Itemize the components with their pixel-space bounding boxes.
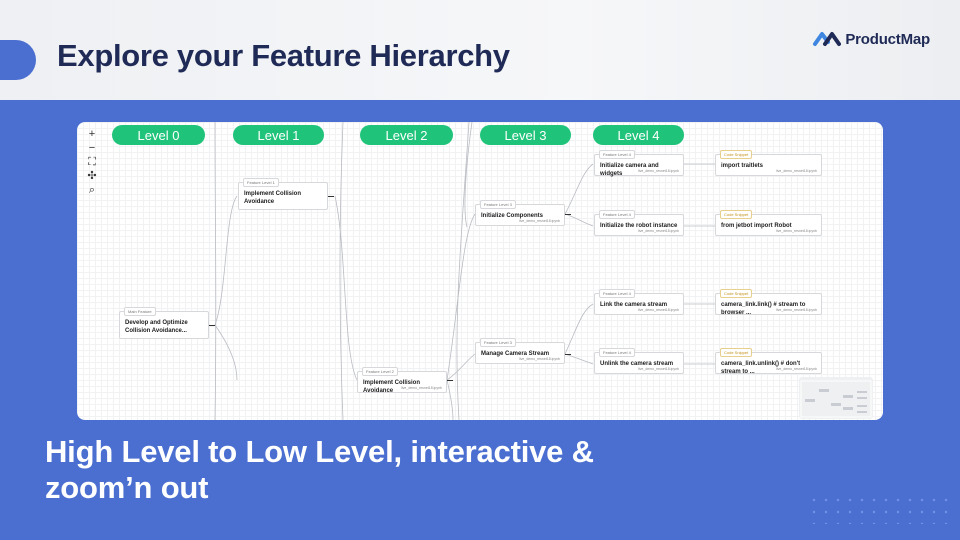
node-tag: Feature Level 4 [599,150,635,159]
collapse-handle[interactable] [565,354,571,355]
node-tag: Feature Level 3 [480,200,516,209]
productmap-logo-icon [813,32,842,46]
level-0-pill: Level 0 [112,125,205,145]
node-tag: Main Feature [124,307,156,316]
node-snippet-traitlets[interactable]: Code Snippet import traitlets live_demo_… [715,150,822,176]
decorative-dots [808,494,948,524]
node-level1-collision[interactable]: Feature Level 1 Implement Collision Avoi… [238,178,328,210]
node-main-feature[interactable]: Main Feature Develop and Optimize Collis… [119,307,209,339]
brand-name: ProductMap [845,30,930,48]
level-2-pill: Level 2 [360,125,453,145]
node-label: Initialize the robot instance [600,223,678,229]
node-label: camera_link.unlink() # don't stream to .… [721,361,801,375]
node-level3-camera-stream[interactable]: Feature Level 3 Manage Camera Stream liv… [475,338,565,364]
node-file: live_demo_resnet18.ipynb [638,308,679,312]
collapse-handle[interactable] [565,214,571,215]
brand-logo: ProductMap [813,30,930,48]
node-label: Manage Camera Stream [481,351,550,357]
node-tag: Feature Level 2 [362,367,398,376]
node-file: live_demo_resnet18.ipynb [776,367,817,371]
node-label: camera_link.link() # stream to browser .… [721,302,806,316]
level-3-pill: Level 3 [480,125,571,145]
node-tag: Feature Level 4 [599,210,635,219]
node-file: live_demo_resnet18.ipynb [519,219,560,223]
node-label: Link the camera stream [600,302,668,308]
node-level2-collision[interactable]: Feature Level 2 Implement Collision Avoi… [357,367,447,394]
node-level4-unlink-camera[interactable]: Feature Level 4 Unlink the camera stream… [594,348,684,374]
node-label: Initialize Components [481,213,544,219]
node-level4-init-robot[interactable]: Feature Level 4 Initialize the robot ins… [594,210,684,236]
accent-pill [0,40,36,80]
node-tag: Code Snippet [720,348,753,357]
node-tag: Code Snippet [720,150,753,159]
node-file: live_demo_resnet18.ipynb [776,169,817,173]
node-tag: Feature Level 3 [480,338,516,347]
node-label: Develop and Optimize Collision Avoidance… [125,320,188,334]
node-file: live_demo_resnet18.ipynb [638,229,679,233]
node-tag: Feature Level 1 [243,178,279,187]
node-label: Unlink the camera stream [600,361,674,367]
canvas-toolbar: + − ⛶ ✣ ⌕ [85,128,99,196]
node-file: live_demo_resnet18.ipynb [519,357,560,361]
slide-title: Explore your Feature Hierarchy [57,38,510,73]
node-label: from jetbot import Robot [721,223,792,229]
collapse-handle[interactable] [447,380,453,381]
node-file: live_demo_resnet18.ipynb [776,308,817,312]
hierarchy-connectors [214,122,715,420]
node-tag: Code Snippet [720,289,753,298]
node-snippet-camera-unlink[interactable]: Code Snippet camera_link.unlink() # don'… [715,348,822,375]
level-1-pill: Level 1 [233,125,324,145]
node-file: live_demo_resnet18.ipynb [776,229,817,233]
zoom-out-icon[interactable]: − [88,142,96,154]
node-label: Implement Collision Avoidance [363,380,421,394]
node-level4-link-camera[interactable]: Feature Level 4 Link the camera stream l… [594,289,684,315]
minimap[interactable] [799,377,873,419]
node-level3-init-components[interactable]: Feature Level 3 Initialize Components li… [475,200,565,226]
feature-hierarchy-canvas[interactable]: Level 0 Level 1 Level 2 Level 3 Level 4 … [77,122,883,420]
node-label: import traitlets [721,163,764,169]
node-tag: Feature Level 4 [599,289,635,298]
node-tag: Code Snippet [720,210,753,219]
expand-icon[interactable]: ✣ [87,170,97,182]
fit-view-icon[interactable]: ⛶ [88,156,96,168]
node-file: live_demo_resnet18.ipynb [401,386,442,390]
slide-subtitle: High Level to Low Level, interactive & z… [45,434,594,505]
collapse-handle[interactable] [209,325,215,326]
node-snippet-camera-link[interactable]: Code Snippet camera_link.link() # stream… [715,289,822,316]
node-file: live_demo_resnet18.ipynb [638,169,679,173]
level-4-pill: Level 4 [593,125,684,145]
node-label: Initialize camera and widgets [600,163,659,177]
search-icon[interactable]: ⌕ [88,184,96,196]
zoom-in-icon[interactable]: + [88,128,96,140]
minimap-preview [800,380,872,418]
node-file: live_demo_resnet18.ipynb [638,367,679,371]
node-snippet-robot[interactable]: Code Snippet from jetbot import Robot li… [715,210,822,236]
header-band [0,0,960,100]
node-level4-init-camera[interactable]: Feature Level 4 Initialize camera and wi… [594,150,684,177]
node-label: Implement Collision Avoidance [244,191,302,205]
node-tag: Feature Level 4 [599,348,635,357]
collapse-handle[interactable] [328,196,334,197]
